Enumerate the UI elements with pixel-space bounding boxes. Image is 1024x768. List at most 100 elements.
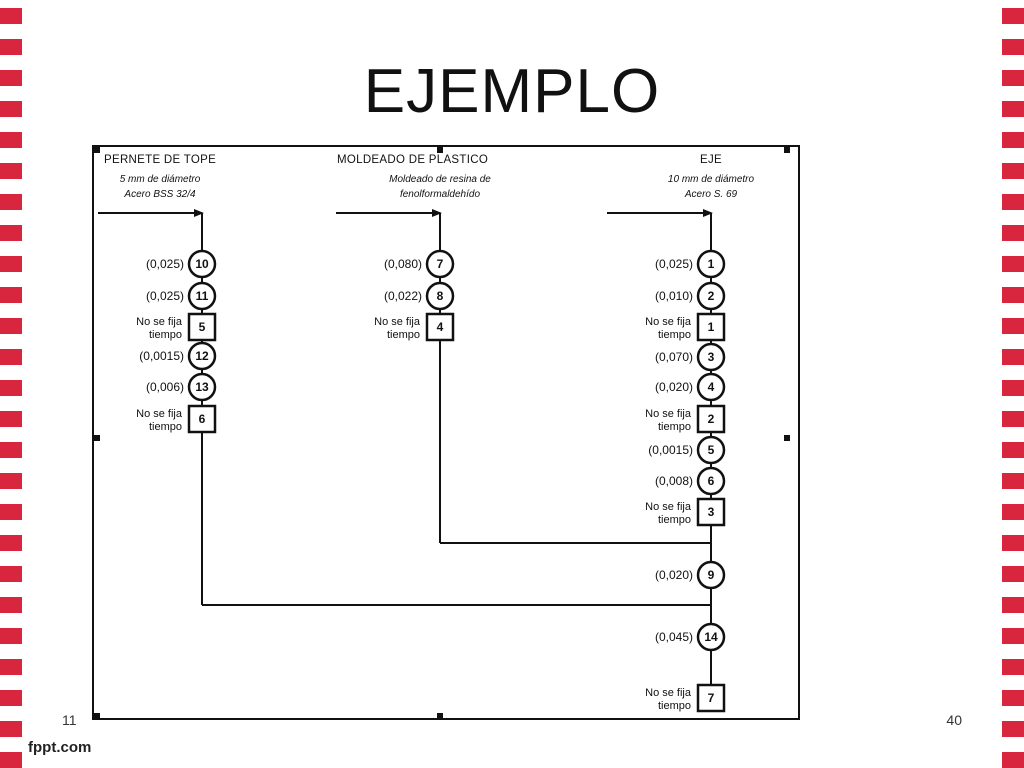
inspection-number: 7 — [708, 691, 715, 705]
border-dash — [1002, 101, 1024, 117]
operation-circle — [187, 281, 217, 311]
border-dash — [0, 473, 22, 489]
border-dash — [0, 504, 22, 520]
border-dash — [0, 535, 22, 551]
inspection-note: tiempo — [149, 421, 182, 433]
operation-circle — [696, 622, 726, 652]
operation-time: (0,006) — [146, 380, 184, 394]
operation-circle — [696, 342, 726, 372]
inspection-box — [696, 497, 726, 527]
operation-time: (0,080) — [384, 257, 422, 271]
slide-title: EJEMPLO — [363, 57, 661, 126]
inspection-note: No se fija — [136, 408, 183, 420]
border-dash — [0, 194, 22, 210]
column-header: EJE — [700, 154, 722, 166]
column-header: PERNETE DE TOPE — [104, 154, 216, 166]
operation-time: (0,020) — [655, 380, 693, 394]
inspection-note: No se fija — [136, 316, 183, 328]
inspection-note: tiempo — [387, 329, 420, 341]
operation-time: (0,020) — [655, 568, 693, 582]
operation-time: (0,0015) — [648, 443, 693, 457]
operation-time: (0,008) — [655, 474, 693, 488]
inspection-box — [696, 683, 726, 713]
column-header: MOLDEADO DE PLASTICO — [337, 154, 488, 166]
border-dash — [0, 721, 22, 737]
arrow-head — [703, 209, 713, 217]
inspection-number: 4 — [437, 320, 444, 334]
inspection-note: tiempo — [658, 700, 691, 712]
operation-circle — [696, 435, 726, 465]
selection-handle — [784, 147, 790, 153]
inspection-note: No se fija — [645, 408, 692, 420]
operation-circle — [696, 466, 726, 496]
border-dash — [0, 163, 22, 179]
material-description: Acero S. 69 — [684, 189, 738, 200]
inspection-note: tiempo — [658, 514, 691, 526]
operation-circle — [696, 249, 726, 279]
operation-number: 6 — [708, 474, 715, 488]
operation-circle — [187, 341, 217, 371]
border-dash — [1002, 566, 1024, 582]
operation-circle — [696, 281, 726, 311]
border-dash — [1002, 535, 1024, 551]
inspection-number: 1 — [708, 320, 715, 334]
border-dash — [1002, 504, 1024, 520]
border-dash — [1002, 39, 1024, 55]
border-dash — [0, 39, 22, 55]
border-dash — [1002, 287, 1024, 303]
operation-time: (0,025) — [655, 257, 693, 271]
operation-number: 7 — [437, 257, 444, 271]
selection-handle — [94, 713, 100, 718]
border-dash — [1002, 411, 1024, 427]
operation-number: 1 — [708, 257, 715, 271]
material-description: fenolformaldehído — [400, 189, 480, 200]
operation-circle — [187, 372, 217, 402]
slide-number-right: 40 — [946, 712, 962, 728]
slide-number-left: 11 — [62, 712, 77, 728]
border-dash — [1002, 442, 1024, 458]
operation-number: 12 — [195, 349, 209, 363]
inspection-note: tiempo — [658, 421, 691, 433]
border-dash — [1002, 597, 1024, 613]
operation-number: 2 — [708, 289, 715, 303]
operation-time: (0,0015) — [139, 349, 184, 363]
arrow-head — [432, 209, 442, 217]
border-dash — [0, 690, 22, 706]
border-dash — [1002, 225, 1024, 241]
selection-handle — [784, 435, 790, 441]
material-description: Moldeado de resina de — [389, 174, 491, 185]
selection-handle — [437, 713, 443, 718]
border-dash — [1002, 349, 1024, 365]
border-dash — [0, 132, 22, 148]
operation-time: (0,025) — [146, 257, 184, 271]
operation-number: 5 — [708, 443, 715, 457]
operation-time: (0,022) — [384, 289, 422, 303]
inspection-box — [187, 404, 217, 434]
border-dash — [0, 287, 22, 303]
inspection-note: No se fija — [645, 316, 692, 328]
operation-number: 10 — [195, 257, 209, 271]
inspection-number: 2 — [708, 412, 715, 426]
operation-number: 4 — [708, 380, 715, 394]
border-dash — [1002, 721, 1024, 737]
operation-number: 8 — [437, 289, 444, 303]
selection-handle — [94, 435, 100, 441]
border-dash — [1002, 318, 1024, 334]
border-dash — [1002, 163, 1024, 179]
border-dash — [0, 628, 22, 644]
operation-circle — [696, 560, 726, 590]
operation-number: 3 — [708, 350, 715, 364]
border-dash — [0, 659, 22, 675]
operation-number: 13 — [195, 380, 209, 394]
inspection-number: 5 — [199, 320, 206, 334]
border-dash — [1002, 690, 1024, 706]
border-dash — [0, 411, 22, 427]
brand-logo-text: fppt.com — [28, 739, 92, 756]
material-description: Acero BSS 32/4 — [123, 189, 196, 200]
border-dash — [0, 442, 22, 458]
border-dash — [1002, 473, 1024, 489]
border-dash — [0, 101, 22, 117]
border-dash — [1002, 628, 1024, 644]
operation-circle — [425, 249, 455, 279]
